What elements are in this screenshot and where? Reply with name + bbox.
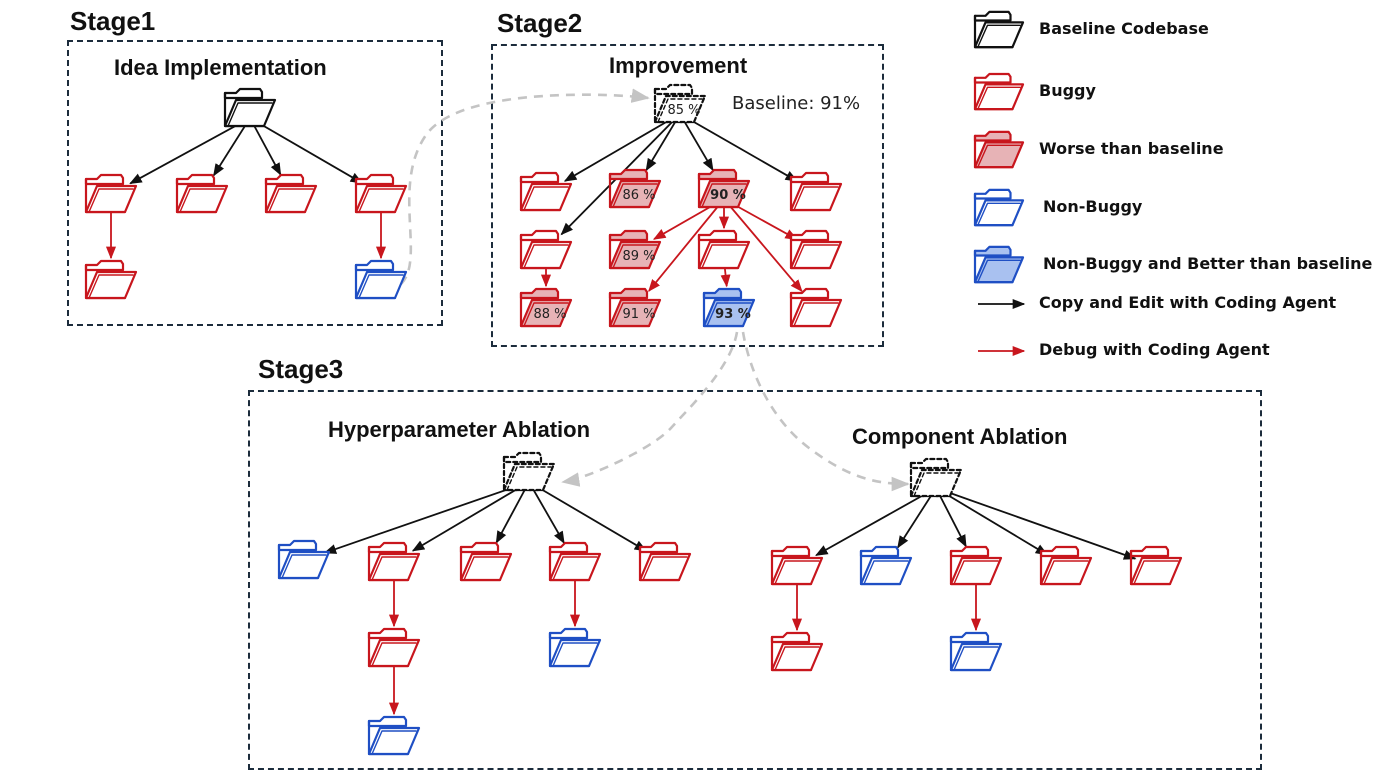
stage1-title: Idea Implementation xyxy=(114,55,327,80)
legend-better-icon xyxy=(973,245,1025,284)
copy-edge-s1_root-s1_b xyxy=(212,117,251,177)
legend-label-baseline: Baseline Codebase xyxy=(1039,19,1209,38)
score-label-s2_c: 90 % xyxy=(710,188,746,203)
copy-edge-s1_root-s1_c xyxy=(249,117,282,176)
legend-buggy-icon xyxy=(973,72,1025,111)
stage3-label: Stage3 xyxy=(258,354,344,384)
transfer-edge-s1_d1-s2_root xyxy=(400,88,650,285)
folder-s3h_a-icon xyxy=(277,539,331,580)
folder-s2_c1-icon xyxy=(608,229,662,270)
transfer-edge-s2_c5-s3h_root xyxy=(561,331,739,487)
copy-edge-s3c_root-s3c_e xyxy=(935,487,1137,560)
folder-s2_c6-icon xyxy=(789,287,843,328)
folder-s3h_e-icon xyxy=(638,541,692,582)
folder-s3h_b2-icon xyxy=(367,715,421,756)
folder-s3h_d-icon xyxy=(548,541,602,582)
folder-s3h_b1-icon xyxy=(367,627,421,668)
folder-s2_c-icon xyxy=(697,168,751,209)
baseline-note: Baseline: 91% xyxy=(732,93,861,114)
edges-layer xyxy=(105,88,1137,716)
folder-s3c_d-icon xyxy=(1039,545,1093,586)
debug-edge-s2_c-s2_c4 xyxy=(648,198,725,292)
folder-s1_c-icon xyxy=(264,173,318,214)
legend-label-debug-arrow: Debug with Coding Agent xyxy=(1039,340,1270,359)
nodes-layer: 85 % 86 % 90 % 88 % 89 % 91 % 93 % xyxy=(84,83,1183,756)
folder-s1_a-icon xyxy=(84,173,138,214)
folder-s1_d-icon xyxy=(354,173,408,214)
legend-layer xyxy=(973,10,1026,357)
folder-s3h_c-icon xyxy=(459,541,513,582)
copy-edge-s3c_root-s3c_a xyxy=(815,487,937,557)
folder-s2_c2-icon xyxy=(697,229,751,270)
score-label-s2_root: 85 % xyxy=(667,103,700,118)
hyperparameter-ablation-title: Hyperparameter Ablation xyxy=(328,417,591,442)
folder-s3c_root-icon xyxy=(909,457,963,498)
folder-s2_c5-icon xyxy=(702,287,756,328)
transfer-edge-s2_c5-s3c_root xyxy=(741,331,910,492)
copy-edge-s2_root-s2_c xyxy=(679,113,714,172)
stage2-title: Improvement xyxy=(609,53,748,78)
copy-edge-s3h_root-s3h_d xyxy=(528,481,565,545)
folder-s1_b-icon xyxy=(175,173,229,214)
debug-edge-s2_c-s2_c6 xyxy=(723,198,803,293)
folder-s2_d-icon xyxy=(789,171,843,212)
folder-s2_a-icon xyxy=(519,171,573,212)
folder-s3c_b-icon xyxy=(859,545,913,586)
legend-label-copy-arrow: Copy and Edit with Coding Agent xyxy=(1039,293,1337,312)
folder-s1_root-icon xyxy=(223,87,277,128)
folder-s2_a2-icon xyxy=(519,287,573,328)
copy-edge-s2_root-s2_a xyxy=(563,113,681,182)
copy-edge-s3h_root-s3h_b xyxy=(411,481,530,552)
legend-baseline-icon xyxy=(973,10,1025,49)
folder-s2_a1-icon xyxy=(519,229,573,270)
legend-nonbuggy-icon xyxy=(973,188,1025,227)
folder-s3h_root-icon xyxy=(502,451,556,492)
score-label-s2_a2: 88 % xyxy=(533,307,566,322)
score-label-s2_c5: 93 % xyxy=(715,307,751,322)
folder-s3c_a1-icon xyxy=(770,631,824,672)
copy-edge-s1_root-s1_a xyxy=(129,117,251,185)
score-label-s2_b: 86 % xyxy=(622,188,655,203)
stage1-box xyxy=(67,40,443,326)
copy-edge-s3c_root-s3c_b xyxy=(897,487,937,549)
copy-edge-s3c_root-s3c_d xyxy=(935,487,1049,556)
copy-edge-s1_root-s1_d xyxy=(249,117,364,184)
score-label-s2_c4: 91 % xyxy=(622,307,655,322)
folder-s2_b-icon xyxy=(608,168,662,209)
legend-worse-icon xyxy=(973,130,1025,169)
folder-s3h_d1-icon xyxy=(548,627,602,668)
copy-edge-s3h_root-s3h_e xyxy=(528,481,648,552)
stage3-box xyxy=(248,390,1262,770)
legend-label-buggy: Buggy xyxy=(1039,81,1096,100)
copy-edge-s3h_root-s3h_c xyxy=(495,481,530,544)
legend-label-nonbuggy: Non-Buggy xyxy=(1043,197,1143,216)
copy-edge-s2_root-s2_b xyxy=(645,113,681,172)
folder-s3c_e-icon xyxy=(1129,545,1183,586)
stage1-label: Stage1 xyxy=(70,6,156,36)
folder-s2_c3-icon xyxy=(789,229,843,270)
legend-label-worse: Worse than baseline xyxy=(1039,139,1224,158)
folder-s1_d1-icon xyxy=(354,259,408,300)
copy-edge-s2_root-s2_d xyxy=(679,113,799,182)
component-ablation-title: Component Ablation xyxy=(852,424,1068,449)
stage2-label: Stage2 xyxy=(497,8,583,38)
legend-label-better: Non-Buggy and Better than baseline xyxy=(1043,254,1373,273)
folder-s2_root-icon xyxy=(653,83,707,124)
score-label-s2_c1: 89 % xyxy=(622,249,655,264)
copy-edge-s3c_root-s3c_c xyxy=(935,487,967,548)
folder-s3c_a-icon xyxy=(770,545,824,586)
folder-s3h_b-icon xyxy=(367,541,421,582)
folder-s2_c4-icon xyxy=(608,287,662,328)
stage2-box xyxy=(491,44,884,347)
copy-edge-s3h_root-s3h_a xyxy=(323,481,530,554)
folder-s3c_c1-icon xyxy=(949,631,1003,672)
folder-s3c_c-icon xyxy=(949,545,1003,586)
folder-s1_a1-icon xyxy=(84,259,138,300)
